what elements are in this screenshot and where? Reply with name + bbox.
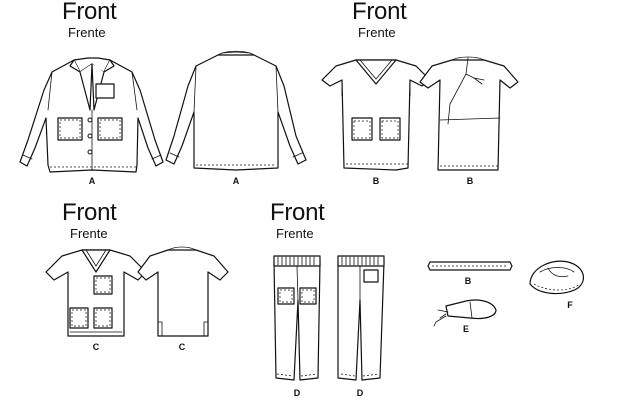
scrub-dress-back-sketch (420, 57, 518, 170)
scrub-top-front-sketch (46, 250, 146, 336)
scrub-top-back-sketch (138, 247, 228, 336)
label-jacket-front: A (88, 176, 96, 186)
pants-back-sketch (338, 256, 384, 380)
label-dress-front: B (372, 176, 380, 186)
subheading-frente-top: Frente (70, 226, 108, 241)
subheading-frente-jacket: Frente (68, 25, 106, 40)
label-pants-front: D (293, 388, 301, 398)
heading-front-jacket: Front (62, 0, 117, 25)
label-tie-cap: E (462, 324, 470, 334)
pants-front-sketch (274, 256, 320, 380)
label-jacket-back: A (232, 176, 240, 186)
label-top-back: C (178, 342, 186, 352)
label-cap: F (567, 300, 573, 310)
heading-front-dress: Front (352, 0, 407, 25)
label-pants-back: D (356, 388, 364, 398)
lab-coat-back-sketch (166, 51, 306, 170)
heading-front-pants: Front (270, 199, 325, 226)
scrub-dress-front-sketch (322, 60, 430, 170)
label-top-front: C (92, 342, 100, 352)
label-dress-back: B (466, 176, 474, 186)
label-tie-belt: B (464, 276, 472, 286)
subheading-frente-pants: Frente (276, 226, 314, 241)
heading-front-top: Front (62, 199, 117, 226)
tie-belt-sketch (428, 262, 512, 270)
tie-cap-sketch (434, 300, 496, 326)
subheading-frente-dress: Frente (358, 25, 396, 40)
lab-coat-front-sketch (20, 58, 163, 172)
bouffant-cap-sketch (530, 261, 583, 293)
